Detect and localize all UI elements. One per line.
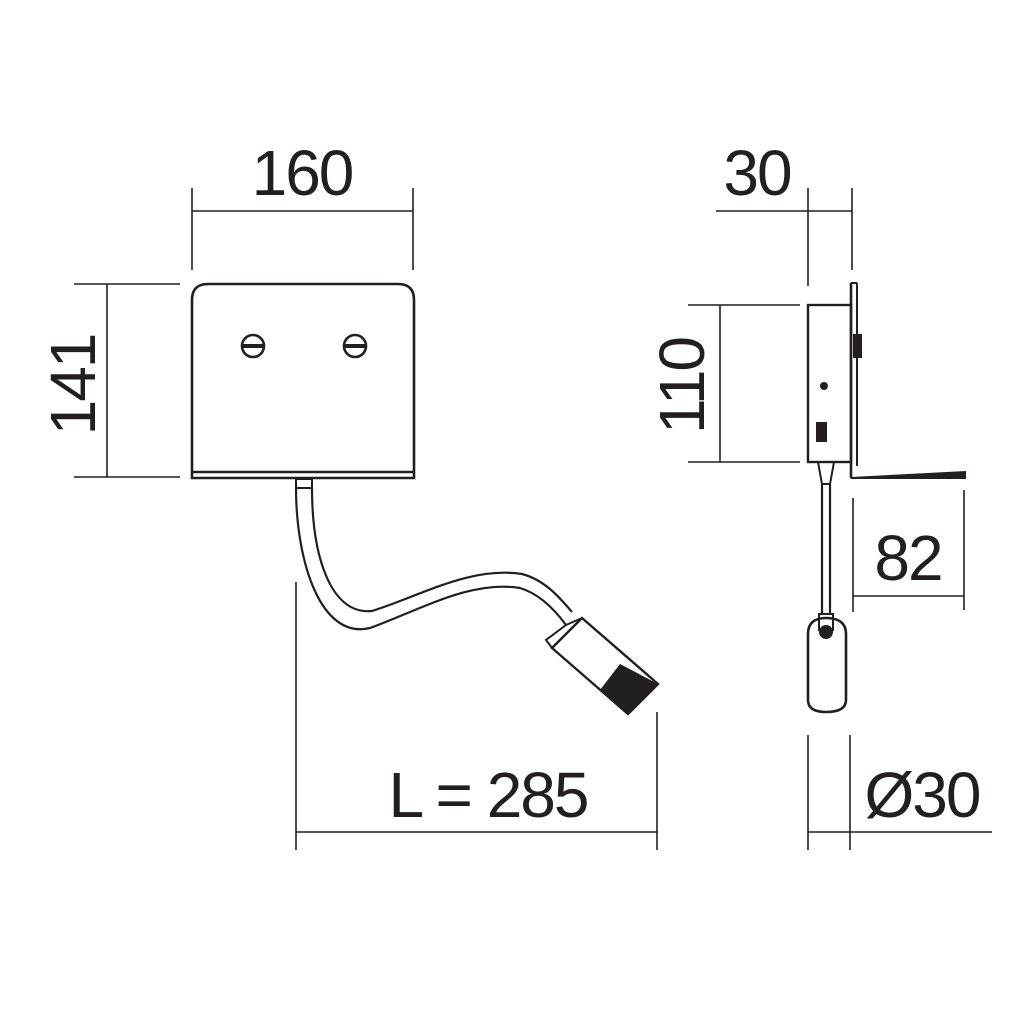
side-view: 30 110 [646,137,992,850]
front-view: 160 141 [37,137,660,850]
label-height-141: 141 [37,335,109,436]
dimension-height-141: 141 [37,283,180,478]
screw-left [240,333,266,359]
label-depth-30: 30 [723,137,791,209]
wall-plate-front [190,282,416,480]
dimension-arm-length: L = 285 [295,582,658,850]
dimension-height-110: 110 [646,304,800,463]
wall-plate-side [806,282,966,479]
dimension-head-diameter: Ø30 [807,735,992,850]
label-arm-length: L = 285 [389,759,588,831]
flexible-arm-front [294,478,573,631]
screw-right [342,333,368,359]
label-height-110: 110 [646,338,718,434]
label-head-diameter: Ø30 [865,759,980,831]
flexible-arm-side [816,461,836,631]
lamp-head-front [544,616,660,716]
label-arm-drop-82: 82 [874,522,941,594]
dimension-depth-30: 30 [716,137,853,286]
dimension-width-160: 160 [191,137,414,270]
dimension-arm-drop-82: 82 [852,490,965,612]
lamp-head-side [806,616,848,714]
label-width-160: 160 [252,137,353,209]
